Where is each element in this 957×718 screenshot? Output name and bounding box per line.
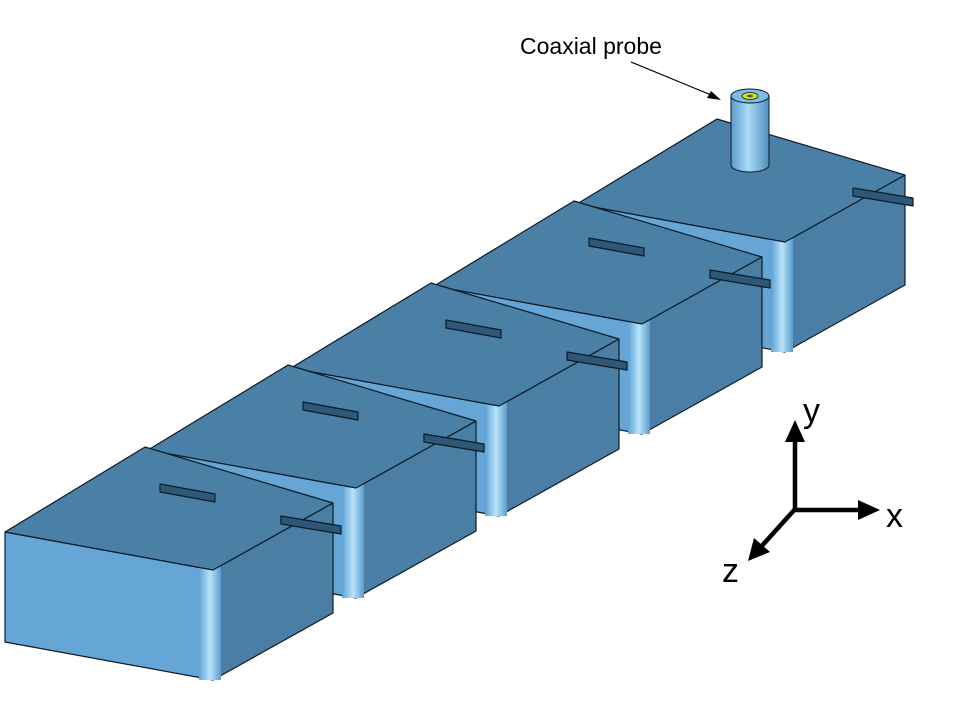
coupling-slot: [566, 351, 628, 371]
cavity-rounded-corner: [485, 402, 507, 516]
cavity-block: [4, 446, 342, 681]
x-axis-arrowhead: [858, 500, 880, 520]
probe-pointer-arrowhead: [707, 91, 721, 100]
cavity-rounded-corner: [342, 484, 364, 598]
probe-annotation: Coaxial probe: [520, 33, 721, 100]
y-axis-arrowhead: [785, 420, 805, 442]
z-axis-line: [758, 506, 798, 550]
coupling-slot: [423, 433, 485, 453]
coupling-slot: [159, 483, 216, 503]
x-axis-label: x: [886, 497, 903, 535]
coaxial-probe: [730, 88, 770, 173]
y-axis-label: y: [803, 392, 820, 430]
cavity-top-face: [147, 364, 477, 489]
cavity-chain: [4, 118, 914, 681]
z-axis-arrowhead: [748, 538, 770, 561]
z-axis-label: z: [722, 552, 739, 590]
coupling-slot: [280, 515, 342, 535]
coupling-slot: [445, 319, 502, 339]
probe-label: Coaxial probe: [520, 33, 662, 59]
cavity-top-face: [4, 446, 334, 571]
cavity-rounded-corner: [199, 566, 221, 680]
coupling-slot: [302, 401, 359, 421]
coordinate-axes: y x z: [722, 392, 903, 590]
coupling-slot: [588, 237, 645, 257]
cavity-rounded-corner: [771, 238, 793, 352]
cavity-top-face: [290, 282, 620, 407]
coupling-slot: [709, 269, 771, 289]
cavity-rounded-corner: [628, 320, 650, 434]
cavity-top-face: [576, 118, 906, 243]
cavity-top-face: [433, 200, 763, 325]
probe-pointer-line: [630, 61, 717, 98]
coupling-slot: [852, 187, 914, 207]
